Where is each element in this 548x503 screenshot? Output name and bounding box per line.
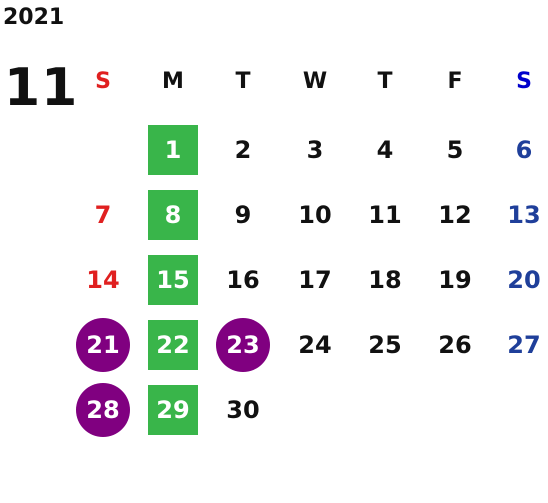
day-cell: 26 (438, 331, 472, 359)
weekday-header-friday: F (447, 68, 463, 94)
day-cell: 5 (446, 136, 464, 164)
weekday-header-monday: M (162, 68, 184, 94)
green-highlight (148, 125, 198, 175)
day-cell: 6 (515, 136, 533, 164)
green-highlight (148, 190, 198, 240)
day-cell: 10 (298, 201, 332, 229)
year-label: 2021 (3, 5, 65, 30)
day-cell: 20 (507, 266, 541, 294)
day-cell: 16 (226, 266, 260, 294)
day-cell: 2 (234, 136, 252, 164)
green-highlight (148, 255, 198, 305)
day-cell: 30 (226, 396, 260, 424)
day-cell: 19 (438, 266, 472, 294)
day-cell: 9 (234, 201, 252, 229)
day-cell: 8 (164, 201, 182, 229)
day-cell: 25 (368, 331, 402, 359)
day-cell: 27 (507, 331, 541, 359)
day-cell: 3 (306, 136, 324, 164)
purple-highlight (216, 318, 270, 372)
weekday-header-tuesday: T (235, 68, 251, 94)
day-cell: 18 (368, 266, 402, 294)
day-cell: 11 (368, 201, 402, 229)
weekday-header-sunday: S (95, 68, 111, 94)
day-cell: 7 (94, 201, 112, 229)
day-cell: 21 (86, 331, 120, 359)
day-cell: 12 (438, 201, 472, 229)
day-cell: 15 (156, 266, 190, 294)
month-number: 11 (4, 58, 79, 118)
purple-highlight (76, 318, 130, 372)
day-cell: 4 (376, 136, 394, 164)
day-cell: 22 (156, 331, 190, 359)
weekday-header-saturday: S (516, 68, 532, 94)
day-cell: 29 (156, 396, 190, 424)
green-highlight (148, 385, 198, 435)
weekday-header-wednesday: W (302, 68, 328, 94)
day-cell: 24 (298, 331, 332, 359)
day-cell: 17 (298, 266, 332, 294)
green-highlight (148, 320, 198, 370)
day-cell: 23 (226, 331, 260, 359)
day-cell: 14 (86, 266, 120, 294)
weekday-header-thursday: T (377, 68, 393, 94)
purple-highlight (76, 383, 130, 437)
day-cell: 1 (164, 136, 182, 164)
day-cell: 13 (507, 201, 541, 229)
day-cell: 28 (86, 396, 120, 424)
